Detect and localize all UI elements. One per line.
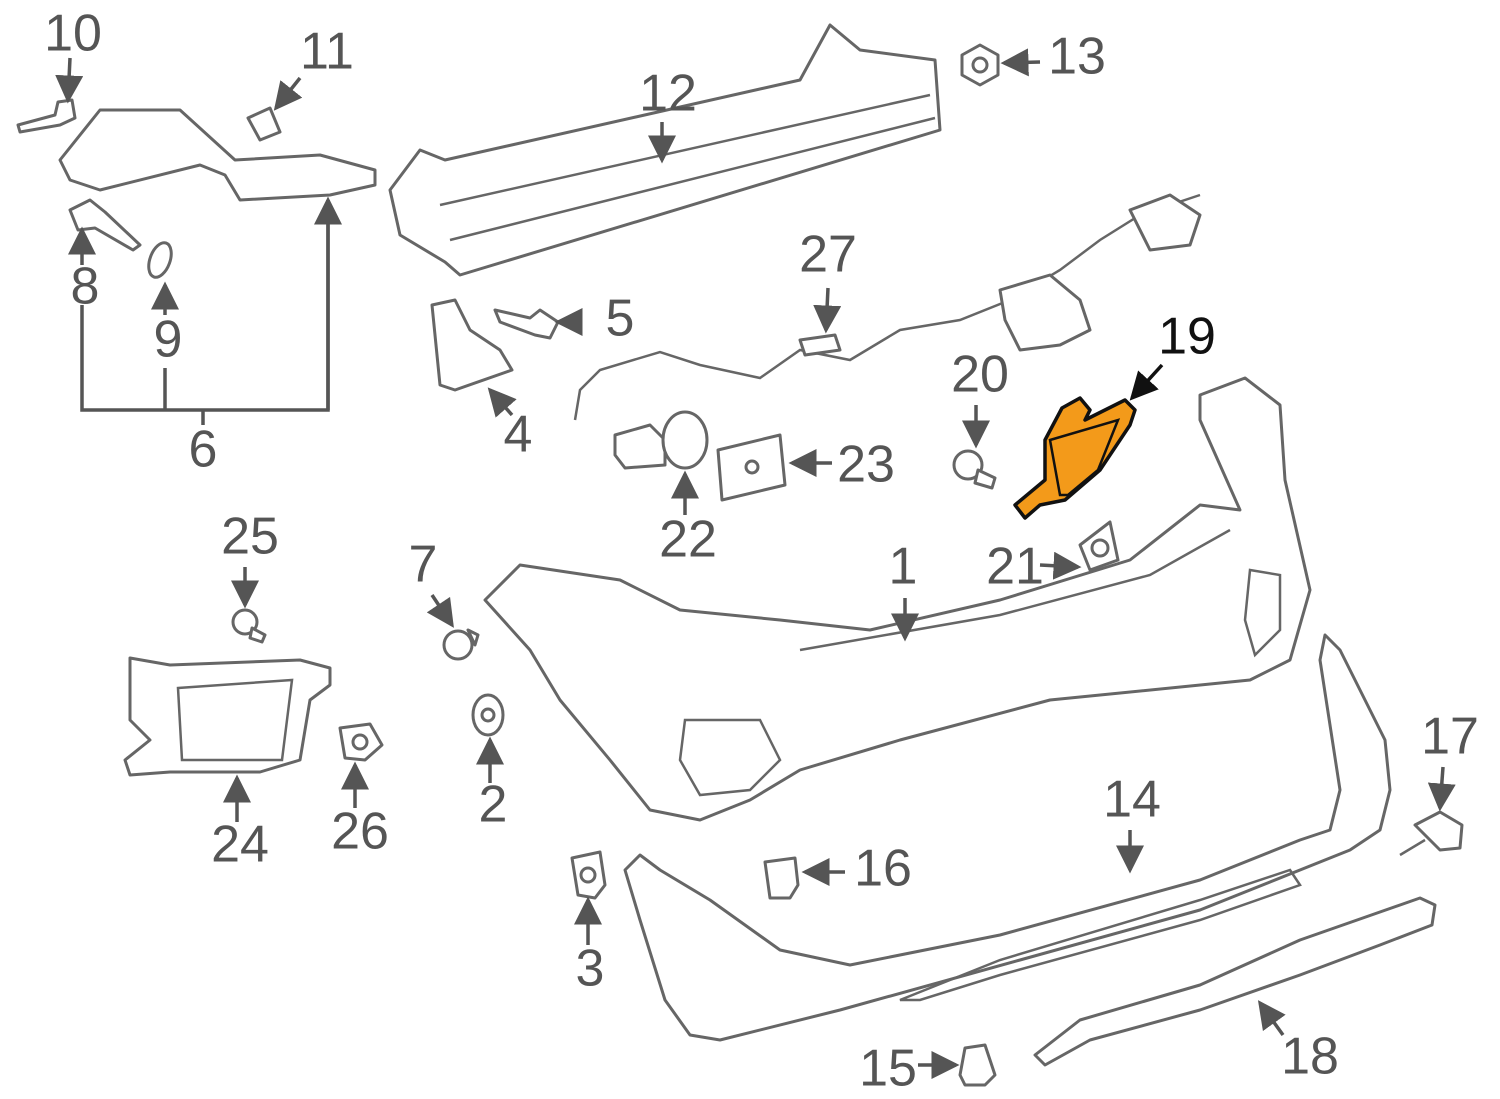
part-14-lower-valance[interactable] xyxy=(623,633,1392,1042)
callout-26[interactable]: 26 xyxy=(331,803,389,861)
part-6-bracket-assembly[interactable] xyxy=(58,108,377,202)
part-26-nut[interactable] xyxy=(338,722,384,762)
part-4-bracket[interactable] xyxy=(430,298,514,392)
part-11-clip[interactable] xyxy=(246,106,282,142)
part-13-nut[interactable] xyxy=(960,43,1000,87)
part-27-wiring-harness[interactable] xyxy=(573,193,1202,421)
part-17-tow-cover[interactable] xyxy=(1399,810,1464,857)
callout-14[interactable]: 14 xyxy=(1103,771,1161,829)
part-2-clip[interactable] xyxy=(471,693,505,737)
part-10-bolt[interactable] xyxy=(16,98,77,134)
callout-25[interactable]: 25 xyxy=(221,508,279,566)
part-5-bolt[interactable] xyxy=(493,308,560,340)
part-19-reflector[interactable] xyxy=(1013,396,1137,520)
callout-12[interactable]: 12 xyxy=(639,65,697,123)
callout-2[interactable]: 2 xyxy=(479,776,508,834)
part-21-retainer[interactable] xyxy=(1078,520,1120,572)
callout-10[interactable]: 10 xyxy=(44,5,102,63)
part-24-bracket[interactable] xyxy=(123,656,332,777)
callout-labels: 10 11 12 13 8 9 5 27 19 20 6 4 23 22 25 … xyxy=(44,5,1479,1098)
callout-15[interactable]: 15 xyxy=(859,1040,917,1098)
callout-17[interactable]: 17 xyxy=(1421,708,1479,766)
callout-4[interactable]: 4 xyxy=(504,406,533,464)
callout-6[interactable]: 6 xyxy=(189,421,218,479)
callout-7[interactable]: 7 xyxy=(409,536,438,594)
part-15-clip[interactable] xyxy=(958,1043,997,1087)
callout-1[interactable]: 1 xyxy=(889,538,918,596)
callout-9[interactable]: 9 xyxy=(154,311,183,369)
part-12-impact-bar[interactable] xyxy=(388,23,942,277)
part-16-clip[interactable] xyxy=(763,856,800,900)
part-1-bumper-cover[interactable] xyxy=(483,376,1312,822)
callout-18[interactable]: 18 xyxy=(1281,1028,1339,1086)
part-3-retainer[interactable] xyxy=(570,850,607,900)
part-23-bracket[interactable] xyxy=(716,433,787,502)
part-9-washer[interactable] xyxy=(144,240,175,281)
callout-8[interactable]: 8 xyxy=(71,258,100,316)
callout-20[interactable]: 20 xyxy=(951,346,1009,404)
callout-19[interactable]: 19 xyxy=(1158,308,1216,366)
callout-13[interactable]: 13 xyxy=(1048,28,1106,86)
part-20-clip[interactable] xyxy=(952,449,997,490)
leader-arrows xyxy=(55,48,1456,1079)
callout-11[interactable]: 11 xyxy=(300,23,354,81)
callout-24[interactable]: 24 xyxy=(211,816,269,874)
callout-21[interactable]: 21 xyxy=(986,538,1044,596)
part-18-skid-plate[interactable] xyxy=(1033,896,1437,1067)
callout-3[interactable]: 3 xyxy=(576,940,605,998)
callout-22[interactable]: 22 xyxy=(659,511,717,569)
callout-27[interactable]: 27 xyxy=(799,226,857,284)
part-22-parking-sensor[interactable] xyxy=(613,410,709,470)
callout-5[interactable]: 5 xyxy=(606,290,635,348)
callout-16[interactable]: 16 xyxy=(854,840,912,898)
callout-23[interactable]: 23 xyxy=(837,436,895,494)
callout-6-bracket-lines xyxy=(80,196,342,425)
part-7-clip[interactable] xyxy=(442,628,480,661)
part-25-screw[interactable] xyxy=(231,608,267,644)
